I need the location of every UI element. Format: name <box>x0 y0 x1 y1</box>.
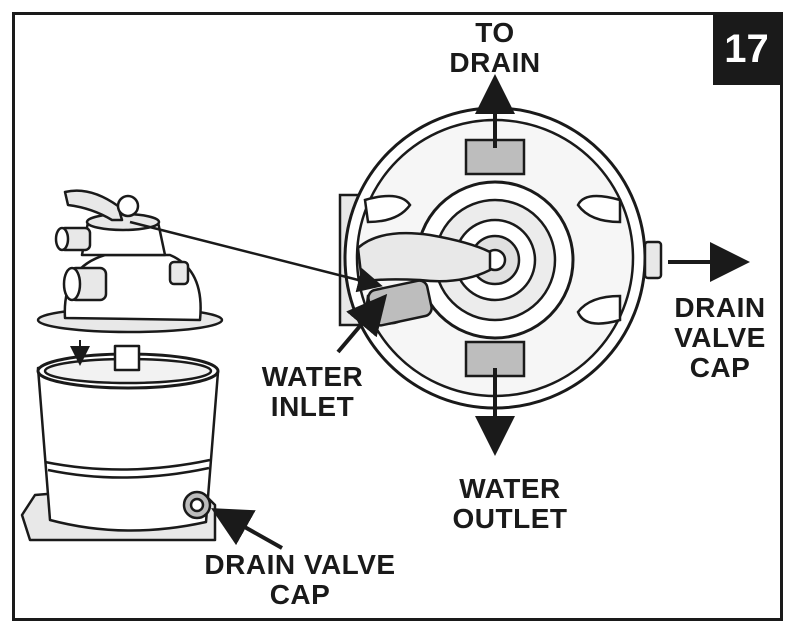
label-to-drain: TO DRAIN <box>430 18 560 78</box>
label-water-outlet: WATER OUTLET <box>435 474 585 534</box>
drain-cap-bottom-arrow <box>211 508 283 550</box>
label-line: INLET <box>270 391 355 422</box>
water-inlet-arrow <box>336 293 388 354</box>
label-line: OUTLET <box>452 503 568 534</box>
valve-top-view <box>129 106 663 410</box>
label-line: TO <box>475 17 515 48</box>
label-line: CAP <box>269 579 331 610</box>
label-line: VALVE <box>674 322 766 353</box>
step-number-badge: 17 <box>713 14 780 85</box>
valve-leader-line <box>129 220 383 293</box>
label-line: WATER <box>261 361 364 392</box>
filter-tank-assembly <box>20 189 224 542</box>
label-line: DRAIN VALVE <box>204 549 396 580</box>
label-line: WATER <box>459 473 561 504</box>
figure-border <box>12 12 783 621</box>
valve-handle <box>63 189 124 222</box>
label-drain-valve-cap-right: DRAIN VALVE CAP <box>655 293 785 383</box>
label-line: DRAIN <box>674 292 766 323</box>
label-line: DRAIN <box>449 47 541 78</box>
label-line: CAP <box>689 352 751 383</box>
drain-valve-cap-top-view <box>643 240 663 280</box>
callout-arrows <box>211 74 750 550</box>
valve-handle-top-view <box>356 231 492 284</box>
label-drain-valve-cap-bottom: DRAIN VALVE CAP <box>180 550 420 610</box>
label-water-inlet: WATER INLET <box>245 362 380 422</box>
